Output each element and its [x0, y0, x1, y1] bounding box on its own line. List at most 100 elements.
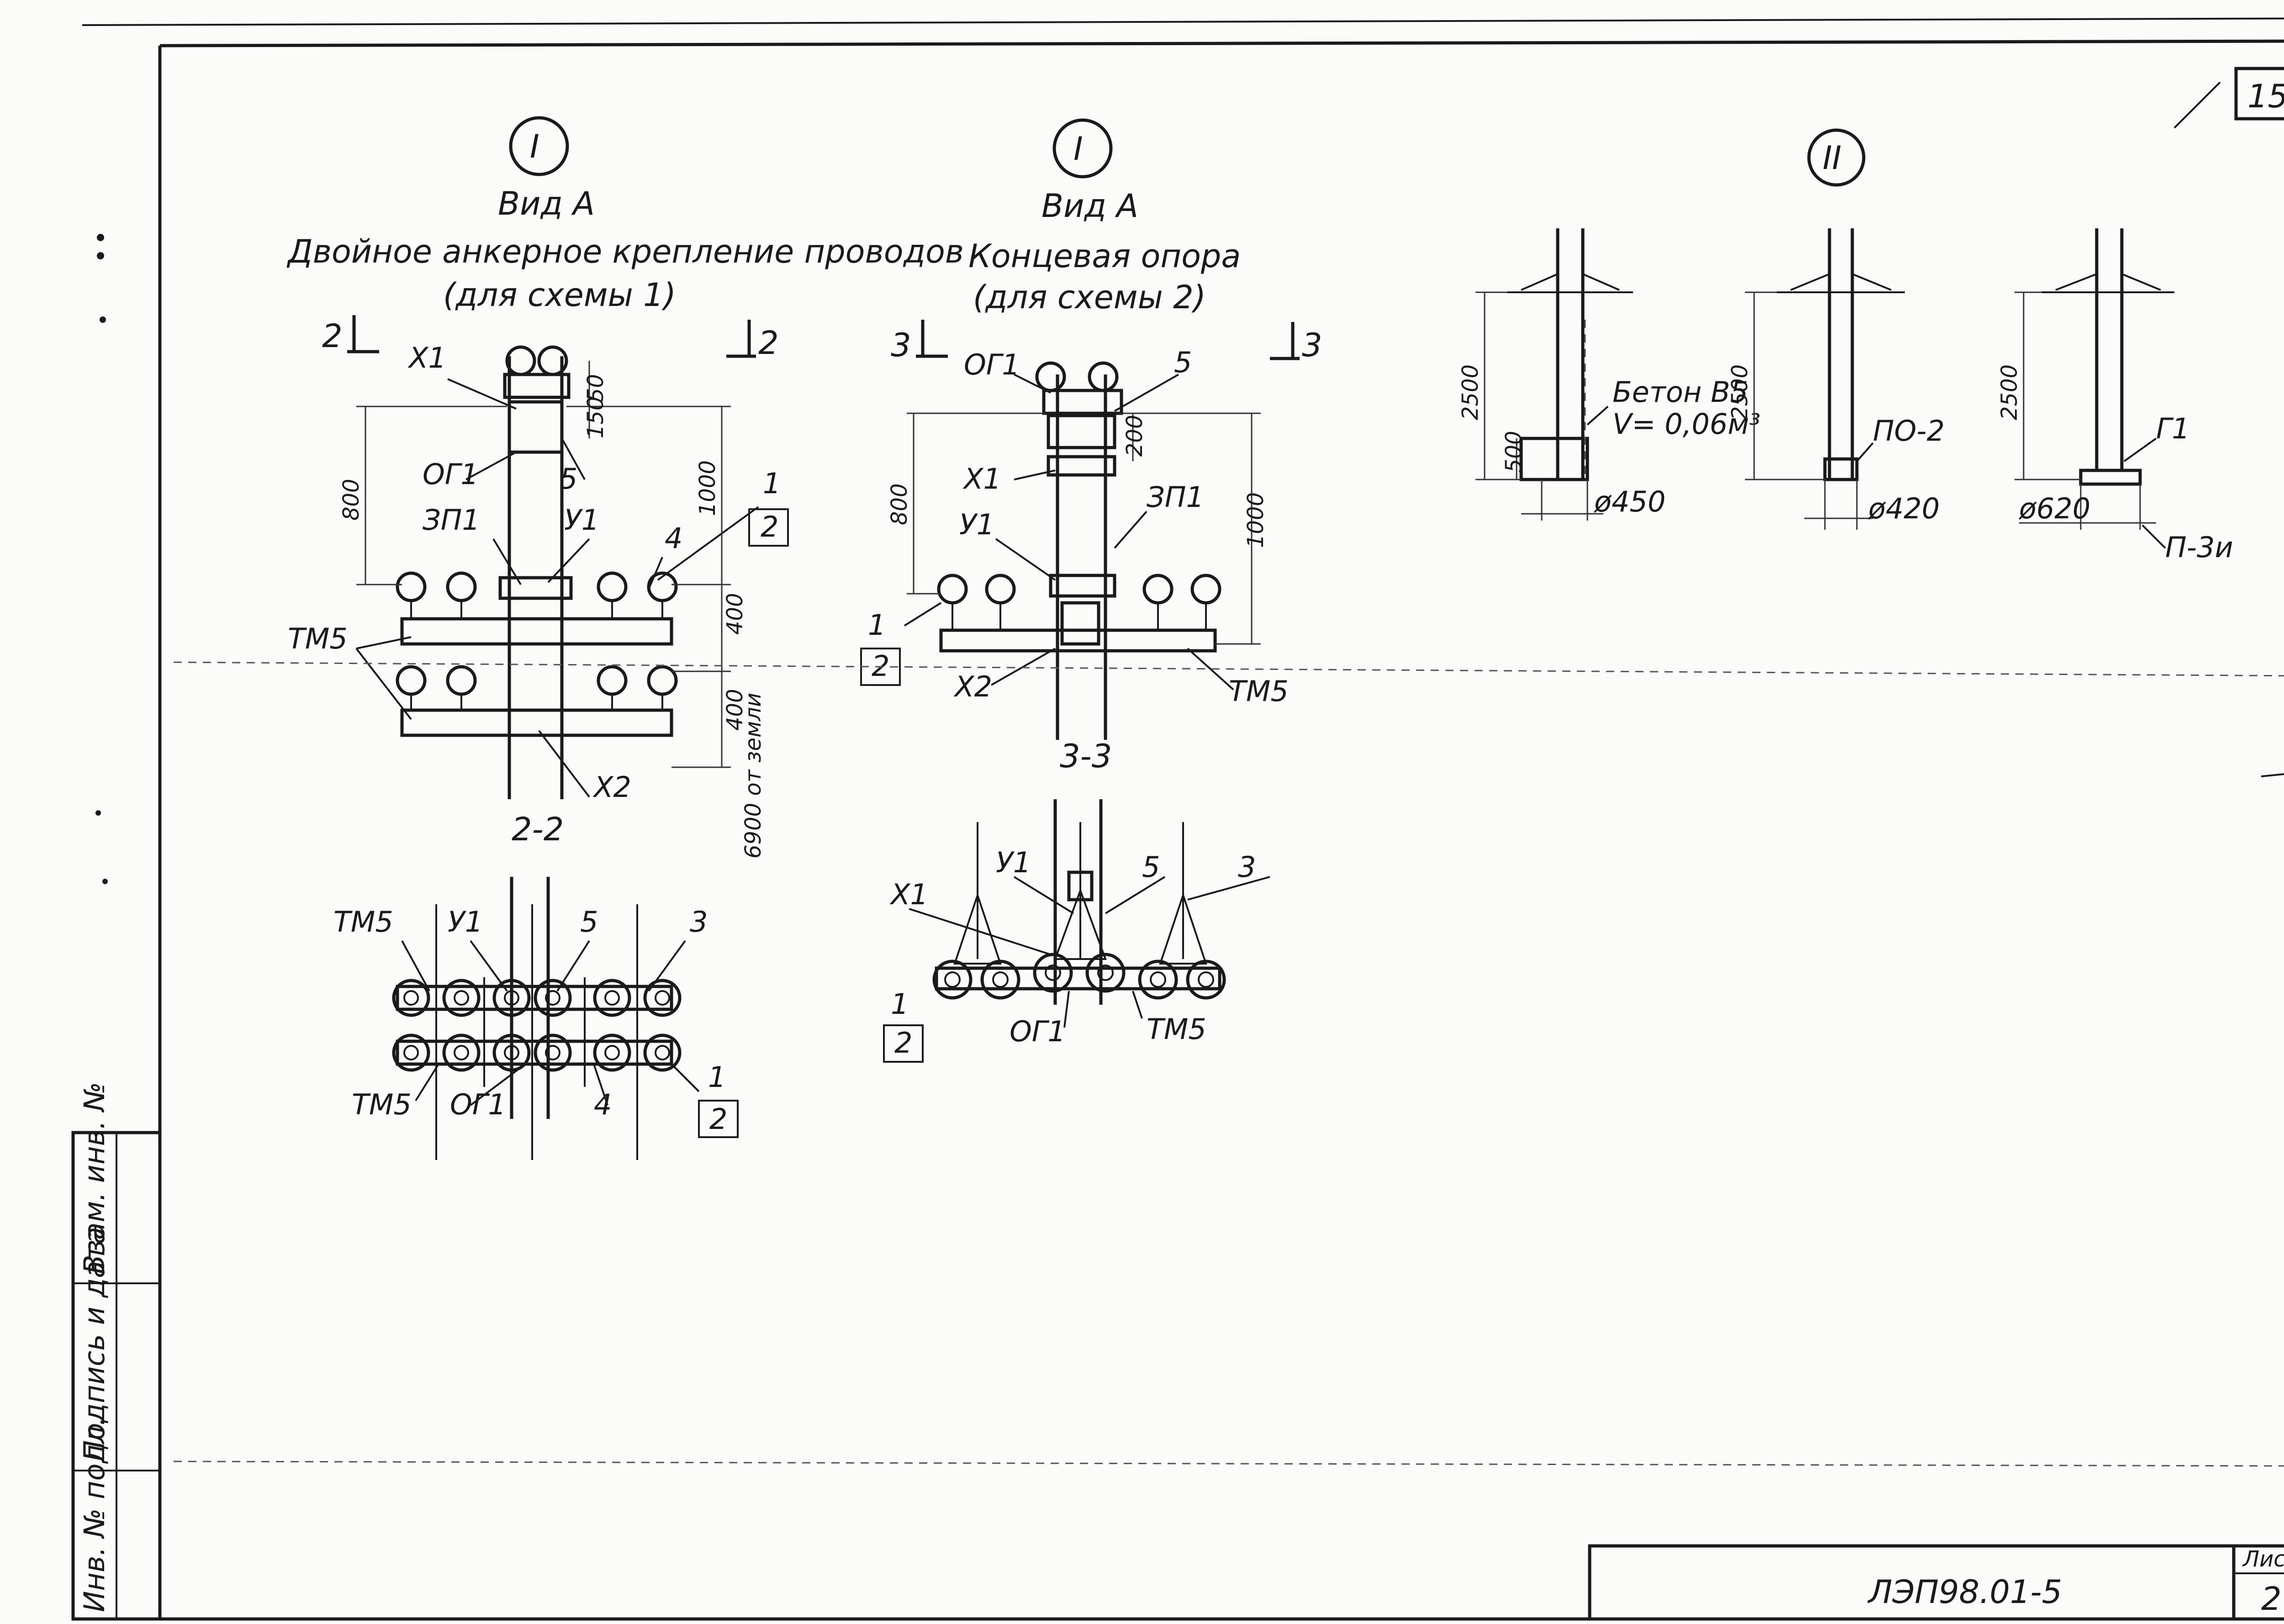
svg-text:4: 4 — [665, 522, 682, 555]
svg-text:1: 1 — [763, 467, 781, 500]
view2-roman: I — [1073, 130, 1083, 168]
view2-header: I Вид А Концевая опора (для схемы 2) — [968, 118, 1241, 316]
svg-text:6900 от земли: 6900 от земли — [740, 693, 766, 859]
svg-text:Х1: Х1 — [889, 878, 928, 911]
stamp-signature-date: Подпись и дата — [78, 1227, 111, 1461]
svg-text:У1: У1 — [564, 503, 599, 537]
view2-pole-drawing — [904, 361, 1261, 740]
svg-text:ОГ1: ОГ1 — [964, 348, 1020, 381]
svg-text:3: 3 — [891, 327, 911, 364]
svg-text:У1: У1 — [996, 846, 1031, 879]
section22-drawing: 2-2 — [392, 811, 700, 1160]
svg-text:ОГ1: ОГ1 — [423, 458, 479, 491]
svg-text:ø450: ø450 — [1594, 485, 1665, 518]
svg-text:1: 1 — [868, 608, 886, 642]
svg-text:2500: 2500 — [1727, 364, 1753, 420]
view2-title: Вид А — [1042, 187, 1138, 225]
svg-text:ОГ1: ОГ1 — [450, 1088, 506, 1121]
stamp-inv-no: Инв. № подл. — [78, 1417, 111, 1612]
svg-text:ТМ5: ТМ5 — [1229, 675, 1289, 708]
sheet-number: 15 — [2247, 78, 2284, 115]
view2-subtitle: Концевая опора — [968, 237, 1241, 275]
svg-text:4: 4 — [594, 1088, 612, 1121]
svg-text:ПО-2: ПО-2 — [1873, 414, 1945, 448]
svg-text:3: 3 — [1238, 850, 1256, 884]
view3-roman: II — [1823, 139, 1841, 177]
svg-text:5: 5 — [580, 905, 598, 939]
sheet-number-box: 15 — [2234, 67, 2284, 121]
svg-text:500: 500 — [1501, 431, 1527, 473]
svg-text:5: 5 — [1174, 346, 1192, 379]
section22-title: 2-2 — [512, 811, 564, 848]
svg-text:Г1: Г1 — [2156, 412, 2190, 445]
svg-text:2: 2 — [709, 1102, 727, 1136]
side-stamp: Инв. № подл. Подпись и дата Взам. инв. № — [71, 1082, 162, 1621]
svg-text:У1: У1 — [959, 508, 994, 541]
svg-text:П-3и: П-3и — [2165, 531, 2233, 564]
svg-text:ТМ5: ТМ5 — [333, 905, 393, 939]
svg-text:2: 2 — [758, 324, 779, 362]
svg-text:1: 1 — [708, 1060, 726, 1094]
section33-drawing: 3-3 — [909, 738, 1270, 1028]
sheet-value: 2 — [2261, 1580, 2282, 1618]
svg-text:2: 2 — [761, 510, 778, 543]
svg-text:ТМ5: ТМ5 — [288, 622, 348, 655]
svg-text:2: 2 — [322, 317, 343, 355]
section22-labels: ТМ5 У1 5 3 ТМ5 ОГ1 4 1 2 — [333, 905, 739, 1138]
svg-text:200: 200 — [1122, 415, 1147, 457]
view1-labels: Х1 ОГ1 5 ЗП1 У1 4 1 2 ТМ5 Х2 50 150 800 … — [288, 341, 789, 859]
svg-text:3: 3 — [1302, 327, 1322, 364]
svg-text:1: 1 — [891, 987, 909, 1021]
svg-text:Х2: Х2 — [592, 770, 631, 804]
svg-text:5: 5 — [560, 462, 577, 496]
view1-pole-drawing — [355, 345, 759, 799]
svg-text:2500: 2500 — [1997, 364, 2022, 420]
svg-text:ЗП1: ЗП1 — [423, 503, 480, 537]
svg-text:ЗП1: ЗП1 — [1147, 480, 1204, 514]
title-block: ЛЭП98.01-5 Лист 2 — [1588, 1544, 2284, 1621]
svg-text:ø420: ø420 — [1868, 492, 1940, 525]
svg-text:5: 5 — [1142, 850, 1160, 884]
stamp-replacement-inv: Взам. инв. № — [78, 1082, 111, 1274]
svg-text:ОГ1: ОГ1 — [1010, 1015, 1066, 1048]
foundation-3: 2500 Г1 ø620 П-3и — [1997, 228, 2233, 564]
svg-text:Х1: Х1 — [962, 462, 1001, 496]
svg-text:400: 400 — [722, 689, 748, 731]
svg-text:800: 800 — [887, 483, 912, 525]
svg-text:400: 400 — [722, 593, 748, 635]
svg-text:V= 0,06м³: V= 0,06м³ — [1613, 407, 1761, 441]
view1-scheme: (для схемы 1) — [443, 276, 676, 314]
svg-text:Бетон В5: Бетон В5 — [1613, 375, 1748, 409]
svg-text:1000: 1000 — [1243, 492, 1269, 548]
view1-subtitle: Двойное анкерное крепление проводов — [286, 233, 964, 270]
svg-text:ТМ5: ТМ5 — [352, 1088, 412, 1121]
foundation-2: 2500 ПО-2 ø420 — [1727, 228, 1945, 530]
svg-text:У1: У1 — [448, 905, 483, 939]
svg-text:1000: 1000 — [695, 460, 720, 516]
svg-text:50: 50 — [583, 374, 608, 402]
foundation-1: 2500 500 Бетон В5 V= 0,06м³ ø450 — [1458, 228, 1761, 521]
view2-labels: ОГ1 5 Х1 ЗП1 У1 1 2 Х2 ТМ5 200 800 1000 — [860, 346, 1289, 708]
drawing-code: ЛЭП98.01-5 — [1867, 1573, 2062, 1611]
section33-labels: Х1 У1 5 3 1 2 ОГ1 ТМ5 — [883, 846, 1256, 1063]
view3-header: II — [1807, 128, 1866, 187]
view1-section-marks: 2 2 — [322, 315, 779, 362]
view1-title: Вид А — [498, 185, 595, 222]
view1-roman: I — [530, 128, 539, 165]
sheet-label: Лист — [2242, 1546, 2284, 1572]
view2-scheme: (для схемы 2) — [973, 279, 1206, 316]
svg-text:800: 800 — [338, 479, 364, 521]
section33-title: 3-3 — [1060, 738, 1112, 775]
svg-text:3: 3 — [690, 905, 708, 939]
svg-text:Х2: Х2 — [953, 670, 992, 703]
view2-section-marks: 3 3 — [891, 320, 1322, 364]
svg-text:2500: 2500 — [1458, 364, 1483, 420]
scan-marks — [95, 81, 2284, 1467]
svg-text:2: 2 — [894, 1026, 912, 1060]
svg-text:Х1: Х1 — [407, 341, 446, 374]
svg-text:150: 150 — [583, 396, 608, 438]
svg-text:ø620: ø620 — [2019, 492, 2090, 525]
view1-header: I Вид А Двойное анкерное крепление прово… — [286, 116, 964, 314]
